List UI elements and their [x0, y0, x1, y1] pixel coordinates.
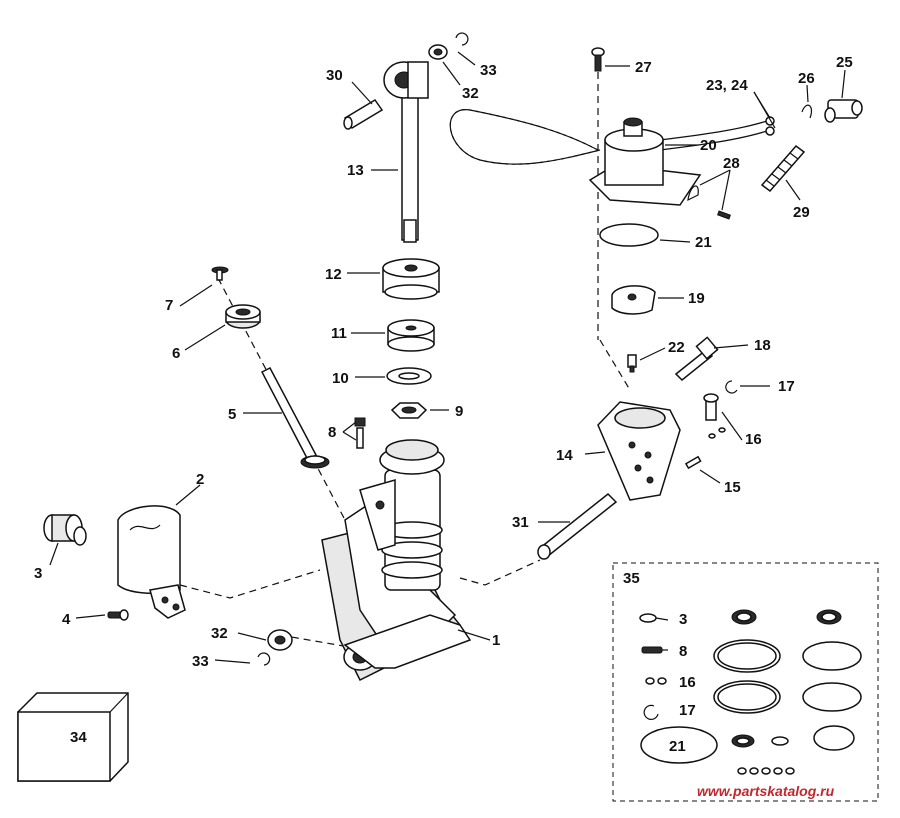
part-32-33-upper: [428, 32, 469, 60]
part-27-screw: [591, 47, 605, 72]
callout-17: 17: [778, 378, 795, 395]
callout-32-upper: 32: [462, 85, 479, 102]
part-21-seal: [599, 223, 659, 247]
callout-23-24: 23, 24: [706, 77, 748, 94]
part-22-screw: [627, 354, 637, 373]
callout-12: 12: [325, 266, 342, 283]
part-3-bushing: [43, 514, 87, 546]
callout-25: 25: [836, 54, 853, 71]
kit-label-21: 21: [669, 738, 686, 755]
part-28-clamp: [687, 185, 731, 220]
kit-label-17: 17: [679, 702, 696, 719]
part-26-clip: [801, 104, 813, 119]
callout-33-lower: 33: [192, 653, 209, 670]
callout-29: 29: [793, 204, 810, 221]
callout-27: 27: [635, 59, 652, 76]
callout-3: 3: [34, 565, 42, 582]
callout-2: 2: [196, 471, 204, 488]
callout-5: 5: [228, 406, 236, 423]
callout-13: 13: [347, 162, 364, 179]
part-31-pin: [537, 492, 618, 560]
callout-11: 11: [331, 325, 347, 342]
callout-28: 28: [723, 155, 740, 172]
part-32-33-lower: [257, 629, 293, 666]
callout-10: 10: [332, 370, 349, 387]
part-17-ring: [725, 380, 738, 394]
kit-35-box: [612, 562, 879, 802]
kit-label-3: 3: [679, 611, 687, 628]
part-4-screw: [107, 609, 129, 621]
part-34-box: [17, 692, 129, 782]
part-19-cover: [611, 285, 656, 315]
part-11-piston: [387, 319, 435, 352]
part-5-tube: [260, 367, 330, 469]
watermark: www.partskatalog.ru: [697, 783, 835, 799]
wire-harness: [449, 109, 771, 165]
callout-1: 1: [492, 632, 500, 649]
part-6-cap: [225, 304, 261, 329]
callout-14: 14: [556, 447, 573, 464]
callout-19: 19: [688, 290, 705, 307]
callout-21: 21: [695, 234, 712, 251]
part-20-motor: [588, 117, 702, 206]
callout-30: 30: [326, 67, 343, 84]
part-14-valve-body: [597, 401, 681, 501]
part-9-nut: [390, 402, 428, 419]
part-29-sleeve: [760, 144, 806, 193]
callout-7: 7: [165, 297, 173, 314]
callout-35: 35: [623, 570, 640, 587]
callout-6: 6: [172, 345, 180, 362]
callout-34: 34: [70, 729, 87, 746]
callout-4: 4: [62, 611, 71, 628]
callout-33-upper: 33: [480, 62, 497, 79]
callout-26: 26: [798, 70, 815, 87]
kit-label-16: 16: [679, 674, 696, 691]
callout-15: 15: [724, 479, 741, 496]
part-10-washer: [386, 367, 432, 385]
callout-18: 18: [754, 337, 771, 354]
callout-leaders: [49, 51, 846, 664]
callout-8: 8: [328, 424, 336, 441]
part-23-24-terminals: [765, 116, 775, 136]
part-16-valves: [703, 393, 726, 439]
callout-31: 31: [512, 514, 529, 531]
part-13-rod: [383, 61, 429, 243]
callout-16: 16: [745, 431, 762, 448]
callout-32-lower: 32: [211, 625, 228, 642]
callout-9: 9: [455, 403, 463, 420]
part-18-bolt: [674, 336, 719, 382]
part-15-screw: [684, 455, 702, 470]
kit-pin-icon: [641, 646, 663, 654]
part-1-swivel-bracket: [321, 439, 472, 682]
callout-labels: 1 2 3 4 5 6 7 8 9 10 11 12 13 14 15 16 1…: [34, 54, 853, 799]
part-8-valve: [354, 417, 366, 449]
callout-20: 20: [700, 137, 717, 154]
part-7-pin: [211, 266, 229, 281]
callout-22: 22: [668, 339, 685, 356]
kit-label-8: 8: [679, 643, 687, 660]
part-2-bracket-cover: [117, 505, 186, 619]
part-30-pin: [343, 98, 384, 130]
part-12-gland: [382, 258, 440, 300]
part-25-connector: [824, 99, 863, 123]
